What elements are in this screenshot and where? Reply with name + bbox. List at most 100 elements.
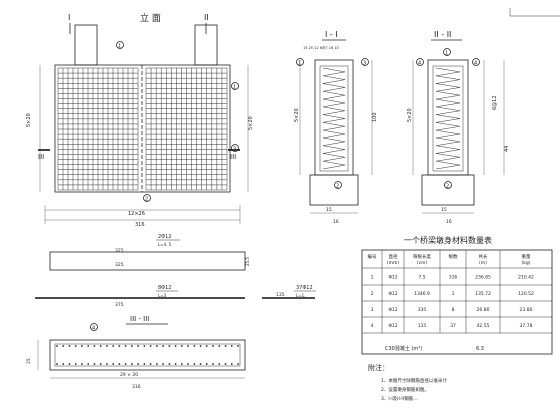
section-marker-II: II (204, 13, 209, 22)
note-2: 2、设置墩身钢筋如图。 (381, 386, 429, 393)
rebar-dot (187, 345, 189, 347)
pier-body-outline (54, 64, 231, 193)
section-II-zigzag (435, 67, 461, 170)
rebar-dot (74, 363, 77, 365)
section-II-dim-left: 5×20 (407, 108, 413, 122)
callout-3-circle (231, 144, 239, 152)
rebar-dot (81, 363, 83, 365)
bar-2-end: 25.5 (245, 257, 250, 266)
rebar-dot (118, 345, 121, 347)
section-I-view: I - I 15 25 12 6@7 16 10 1 3 2 5×20 100 … (294, 30, 378, 225)
section-III-title: III - III (130, 315, 149, 323)
notes-title: 附注： (368, 363, 389, 372)
rebar-dot (180, 363, 183, 365)
section-II-footing (421, 174, 475, 206)
section-II-stirrup (432, 65, 464, 172)
rebar-dot (93, 345, 96, 347)
section-III-dim-total: 316 (132, 384, 141, 390)
rebar-dot (143, 345, 146, 347)
rebar-dot (212, 345, 214, 347)
rebar-dot (205, 363, 208, 365)
table-header-cell: 每根长度 (413, 253, 431, 260)
rebar-dot (162, 363, 165, 365)
table-cell: 316 (449, 275, 458, 281)
rebar-dot (180, 345, 183, 347)
title-block-corner (509, 8, 560, 17)
elevation-dim-total: 316 (135, 222, 145, 228)
section-II-callout-4r-circle (472, 58, 480, 66)
section-I-callout-bottom: 2 (336, 184, 339, 190)
table-header-cell: 编号 (368, 253, 377, 260)
table-cell: Φ12 (388, 275, 397, 281)
rebar-dot (187, 363, 189, 365)
bar-2-label: 2Φ12 (158, 234, 171, 240)
rebar-grid-left (57, 67, 139, 191)
section-marker-I: I (68, 13, 70, 22)
rebar-dot (149, 363, 152, 365)
section-I-dim-bottom2: 16 (333, 219, 339, 225)
section-I-top-label: 15 25 12 6@7 16 10 (303, 46, 339, 50)
section-I-stirrup (319, 65, 349, 172)
table-cell: 1 (452, 291, 455, 297)
elevation-dim-right: 5×20 (248, 116, 254, 130)
section-marker-III-left: III (38, 153, 44, 161)
bar-3-sub: L=3 (158, 293, 167, 298)
section-II-view: II - II 4 1 4 2 5×20 6@12 44 15 16 (407, 30, 510, 225)
rebar-dot (224, 363, 227, 365)
section-III-rebar-dots (56, 345, 239, 365)
table-header-cell: 重量 (522, 253, 531, 260)
table-cell: 42.55 (477, 323, 490, 329)
rebar-dot (87, 363, 90, 365)
section-III-callout-circle (90, 323, 98, 331)
callout-1b-circle (231, 82, 239, 90)
section-III-callout: 4 (92, 326, 95, 332)
bar-2-detail: 2Φ12 L=4. 5 325 325 25.5 (49, 234, 250, 271)
table-cell: 2 (371, 291, 374, 297)
table-header-cell: (m) (479, 260, 487, 266)
rebar-dot (112, 363, 115, 365)
rebar-dot (130, 345, 133, 347)
table-cell: 236.85 (475, 275, 491, 281)
rebar-dot (137, 345, 140, 347)
section-I-dim-bottom1: 15 (326, 207, 332, 213)
rebar-dot (224, 345, 227, 347)
note-1: 1、本图尺寸除钢筋直径以毫米计 (381, 377, 447, 384)
rebar-dot (124, 363, 127, 365)
rebar-dot (106, 363, 108, 365)
section-I-footing (309, 174, 359, 206)
rebar-dot (99, 363, 102, 365)
section-I-callout-mid: 3 (363, 61, 366, 67)
table-cell: 135.72 (475, 291, 491, 297)
table-cell: 37 (450, 323, 456, 329)
section-I-outline (314, 59, 354, 176)
table-title: 一个桥梁墩身材料数量表 (404, 235, 492, 245)
rebar-dot (230, 363, 233, 365)
section-II-dim-bottom1: 15 (441, 207, 447, 213)
table-cell: 1 (371, 275, 374, 281)
section-I-dim-right: 100 (372, 112, 378, 122)
table-header-cell: (mm) (387, 260, 400, 266)
rebar-dot (56, 345, 58, 347)
rebar-dot (218, 363, 221, 365)
elevation-title: 立 面 (140, 12, 161, 24)
rebar-dot (162, 345, 165, 347)
rebar-dot (130, 363, 133, 365)
elevation-view: 立 面 I II 1 1 3 2 III III 12×26 316 (26, 12, 254, 228)
bar-2-len: 325 (115, 262, 124, 268)
section-II-dim-bottom2: 16 (446, 219, 452, 225)
rebar-dot (118, 363, 121, 365)
section-III-view: III - III 4 25 29 × 20 316 (26, 315, 246, 390)
rebar-dot (137, 363, 140, 365)
table-cell: 7.5 (418, 275, 425, 281)
bar-3-len: 375 (115, 302, 124, 308)
callout-2: 2 (145, 197, 148, 203)
rebar-dot (74, 345, 77, 347)
bar-4-len: 135 (276, 292, 285, 298)
rebar-dot (168, 363, 171, 365)
section-III-dim-left: 25 (26, 358, 32, 364)
table-outline (361, 249, 553, 355)
table-cell: Φ12 (388, 323, 397, 329)
section-II-outline (427, 59, 469, 176)
section-III-dim-bottom: 29 × 20 (120, 372, 138, 378)
